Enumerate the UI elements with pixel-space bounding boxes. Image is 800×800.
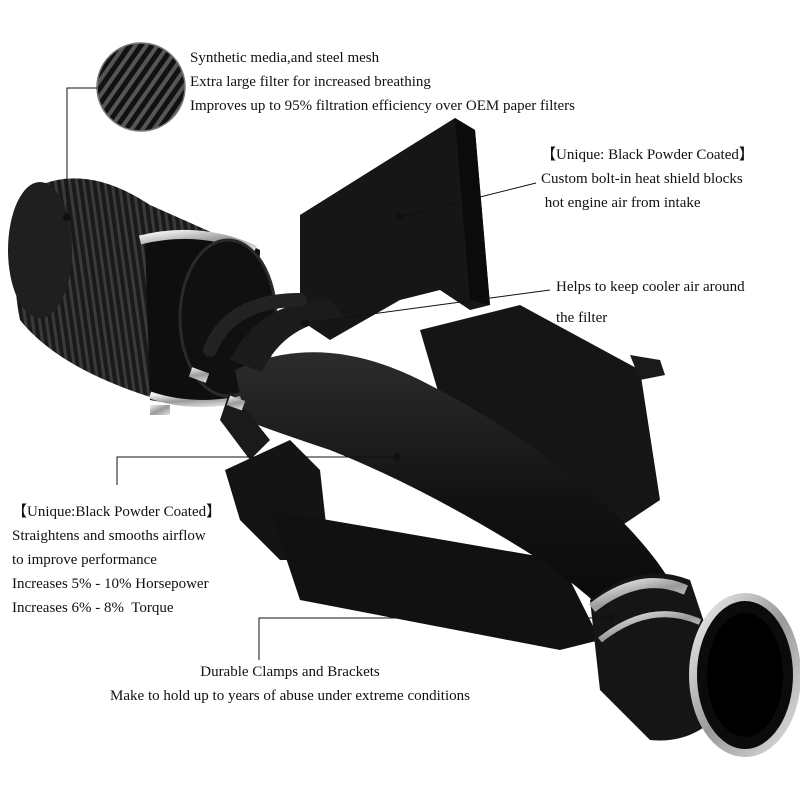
heat-shield-line-1: 【Unique: Black Powder Coated】 — [541, 147, 754, 163]
intake-tube — [203, 293, 680, 650]
callout-lines — [63, 87, 614, 660]
intake-tube-line-1: 【Unique:Black Powder Coated】 — [12, 504, 222, 520]
intake-tube-line-2: Straightens and smooths airflow — [12, 528, 206, 544]
filter-feature-text: Synthetic media,and steel mesh Extra lar… — [190, 46, 575, 118]
intake-tube-feature-text: 【Unique:Black Powder Coated】 Straightens… — [12, 500, 221, 620]
heat-shield-line-2: Custom bolt-in heat shield blocks — [541, 171, 743, 187]
filter-media-closeup — [96, 42, 186, 132]
heat-shield-feature-text: 【Unique: Black Powder Coated】 Custom bol… — [541, 143, 754, 215]
cooler-air-line-1: Helps to keep cooler air around — [556, 279, 745, 295]
clamps-line-2: Make to hold up to years of abuse under … — [110, 688, 470, 704]
coupler-and-clamps — [150, 367, 800, 757]
filter-line-1: Synthetic media,and steel mesh — [190, 50, 380, 66]
intake-tube-line-3: to improve performance — [12, 552, 157, 568]
cooler-air-line-2: the filter — [556, 310, 608, 326]
filter-line-2: Extra large filter for increased breathi… — [190, 74, 431, 90]
intake-tube-line-5: Increases 6% - 8% Torque — [12, 600, 174, 616]
intake-tube-line-4: Increases 5% - 10% Horsepower — [12, 576, 209, 592]
filter-line-3: Improves up to 95% filtration efficiency… — [190, 98, 576, 114]
cooler-air-feature-text: Helps to keep cooler air around the filt… — [556, 272, 745, 334]
heat-shield-line-3: hot engine air from intake — [541, 195, 701, 211]
clamps-line-1: Durable Clamps and Brackets — [200, 664, 380, 680]
clamps-feature-text: Durable Clamps and Brackets Make to hold… — [60, 660, 520, 708]
air-filter — [8, 178, 278, 407]
